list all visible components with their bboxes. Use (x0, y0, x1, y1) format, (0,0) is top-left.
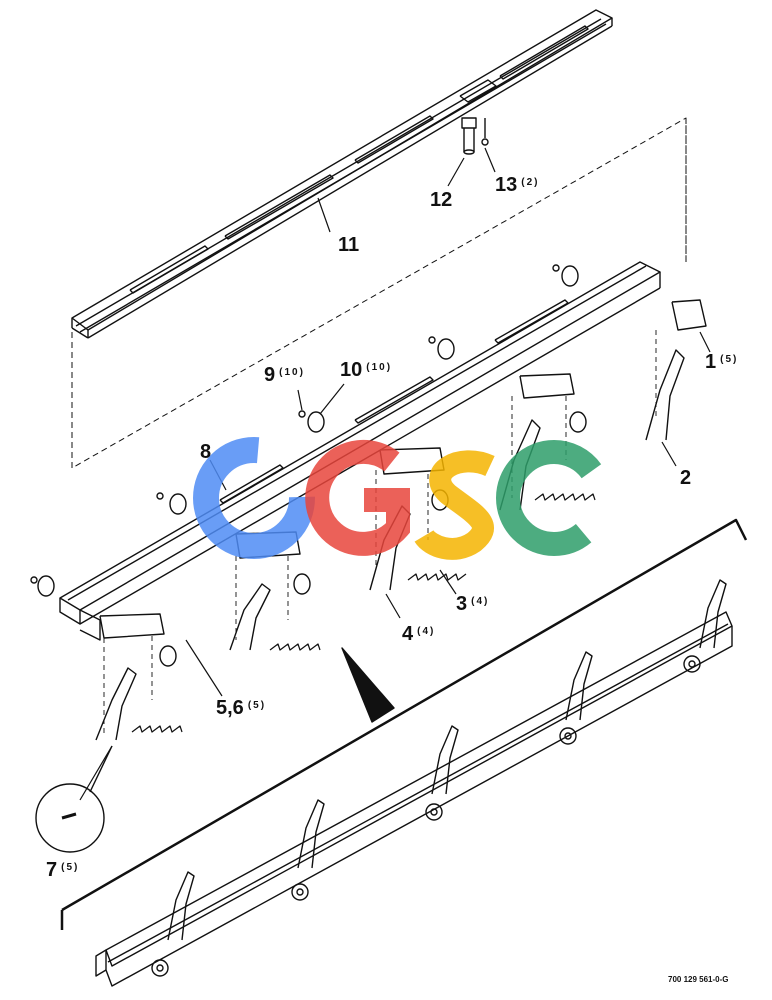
callout-5-6: 5,6(5) (216, 697, 267, 719)
washers-part-9 (30, 264, 560, 584)
cgsc-logo (193, 437, 612, 560)
callout-3: 3(4) (456, 593, 490, 615)
callout-11: 11 (338, 234, 360, 256)
callout-10: 10(10) (340, 359, 393, 381)
callout-8: 8 (200, 441, 212, 463)
figure-code: 700 129 561-0-G (668, 975, 729, 984)
springs-part-3 (131, 493, 596, 733)
callout-7: 7(5) (46, 859, 80, 881)
callout-2: 2 (680, 467, 692, 489)
callout-4: 4(4) (402, 623, 436, 645)
bolt-part-13 (481, 118, 489, 146)
rollers-part-10 (37, 265, 587, 667)
callout-12: 12 (430, 189, 453, 211)
callout-13: 13(2) (495, 174, 540, 196)
logo-letter-c-green (496, 440, 612, 556)
logo-letter-c-blue (193, 437, 315, 559)
detail-circle-part-7 (35, 745, 113, 853)
top-rail-part-11 (71, 9, 613, 339)
logo-letter-g-red (305, 439, 410, 556)
callout-1: 1(5) (705, 351, 739, 373)
pin-part-12 (461, 117, 477, 155)
logo-letter-s-yellow (414, 450, 495, 560)
callout-9: 9(10) (264, 364, 305, 386)
assembled-view (95, 579, 733, 987)
